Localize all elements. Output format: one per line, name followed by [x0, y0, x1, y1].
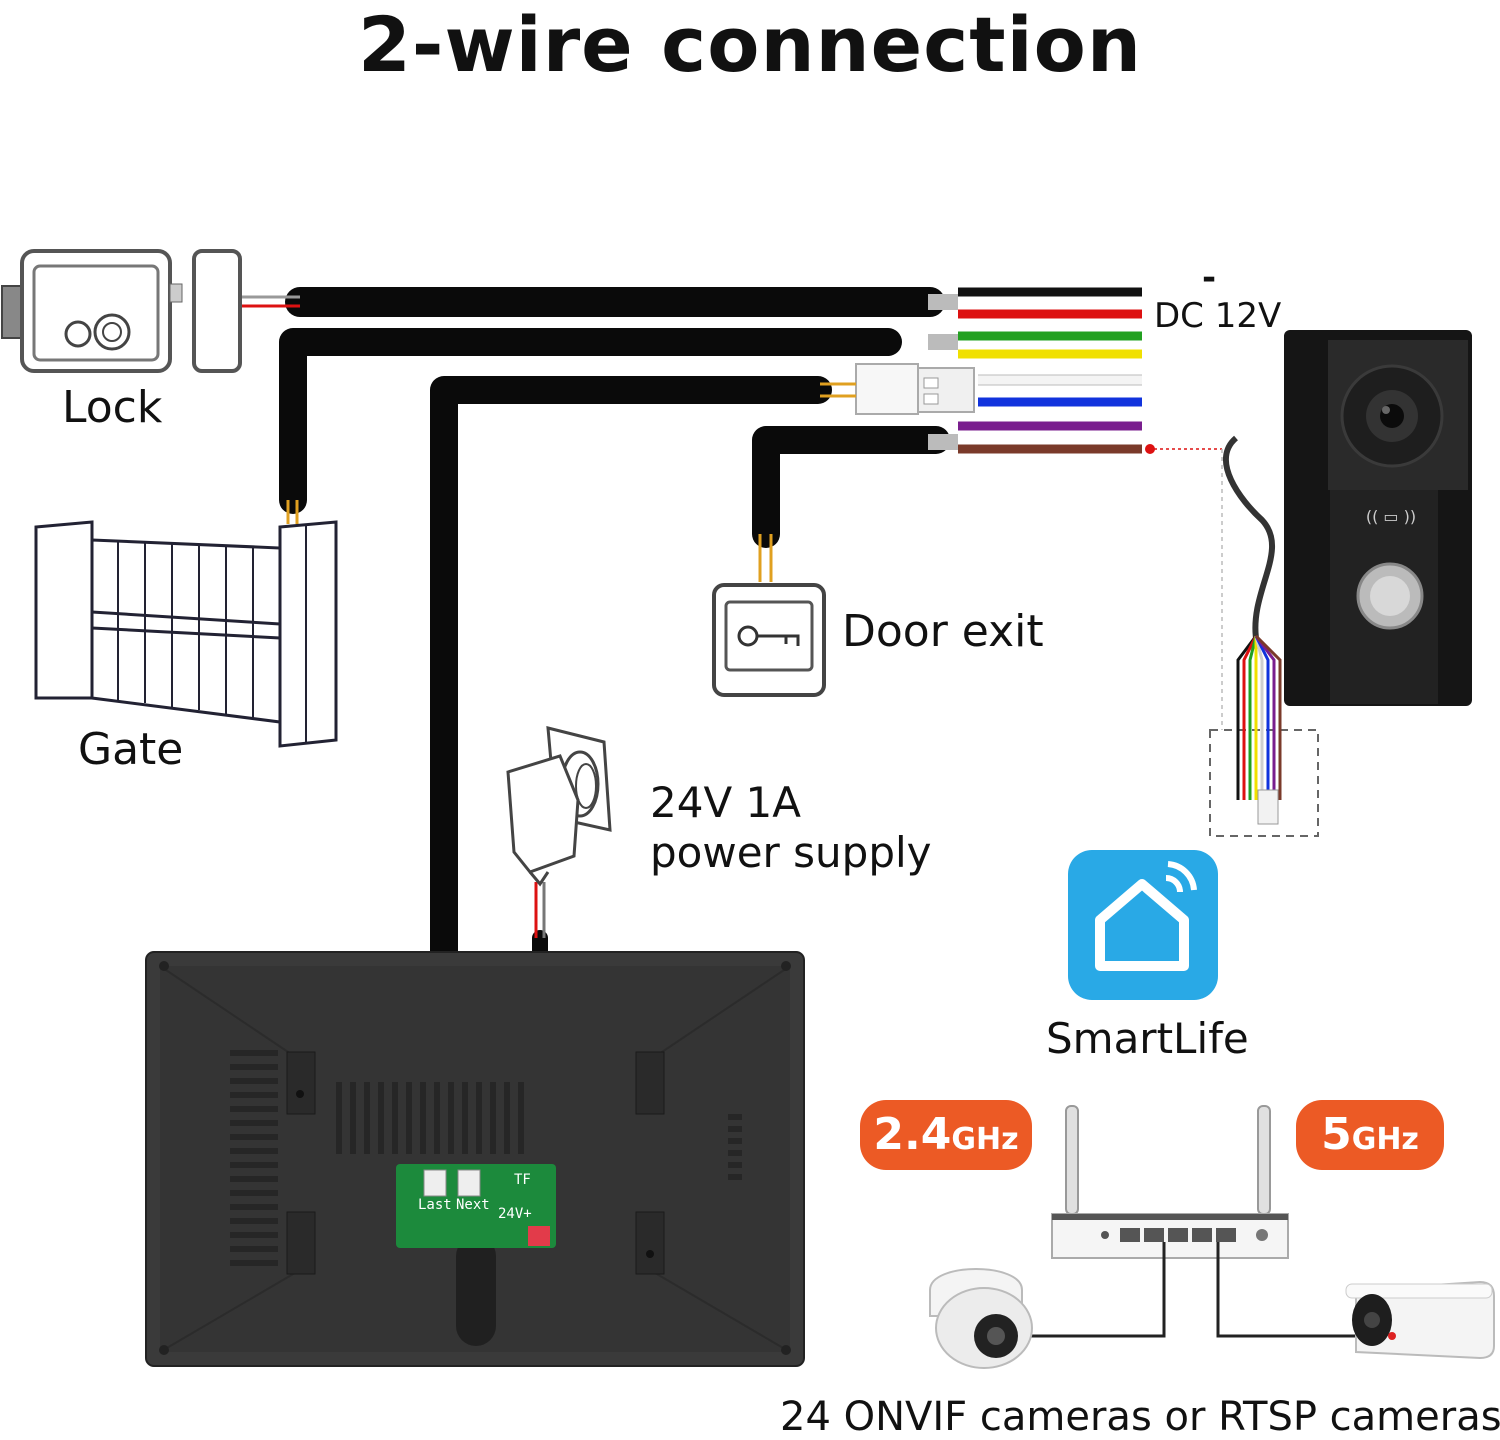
lock-label: Lock — [62, 382, 163, 433]
vent-slot — [364, 1082, 370, 1154]
wire-stubs — [928, 294, 958, 450]
svg-text:(( ▭ )): (( ▭ )) — [1366, 507, 1416, 526]
vent-slot — [462, 1082, 468, 1154]
lock-icon — [1, 249, 242, 373]
vent-slot — [336, 1082, 342, 1154]
dc-voltage-label: DC 12V — [1154, 296, 1282, 336]
power-supply-label-line1: 24V 1A — [650, 778, 801, 827]
gate-label: Gate — [78, 724, 184, 775]
vent-slot — [406, 1082, 412, 1154]
vent-slot — [230, 1050, 278, 1056]
cable-door-exit — [752, 426, 950, 582]
vent-slot — [378, 1082, 384, 1154]
power-supply-label-line2: power supply — [650, 828, 932, 877]
cable-lock — [240, 287, 945, 317]
doorbell-wire-4 — [1254, 635, 1264, 800]
vent-slot — [392, 1082, 398, 1154]
pcb-last-label: Last — [418, 1197, 452, 1213]
vent-slot — [230, 1120, 278, 1126]
vent-slot — [230, 1092, 278, 1098]
smartlife-label: SmartLife — [1046, 1014, 1249, 1063]
doorbell-wire-7 — [1254, 634, 1282, 800]
cable-gate — [279, 328, 902, 524]
vent-slot — [728, 1162, 742, 1168]
doorbell-wire-2 — [1248, 635, 1258, 800]
monitor-icon — [145, 951, 805, 1367]
doorbell-wire-0 — [1236, 635, 1258, 800]
page-title: 2-wire connection — [358, 0, 1142, 89]
vent-slot — [350, 1082, 356, 1154]
vent-slot — [728, 1150, 742, 1156]
smartlife-icon — [1068, 850, 1218, 1000]
vent-slot — [434, 1082, 440, 1154]
pcb-next-label: Next — [456, 1197, 490, 1213]
door-exit-label: Door exit — [842, 606, 1044, 657]
vent-slot — [728, 1138, 742, 1144]
vent-slot — [230, 1204, 278, 1210]
vent-slot — [420, 1082, 426, 1154]
cameras-label: 24 ONVIF cameras or RTSP cameras — [780, 1394, 1500, 1440]
doorbell-wire-5 — [1254, 635, 1270, 800]
doorbell-wire-1 — [1242, 635, 1258, 800]
vent-slot — [230, 1078, 278, 1084]
band-number: 5 — [1321, 1109, 1352, 1160]
vent-slot — [728, 1126, 742, 1132]
vent-slot — [230, 1232, 278, 1238]
vent-slot — [476, 1082, 482, 1154]
vent-slot — [230, 1134, 278, 1140]
power-adapter-icon — [506, 726, 612, 887]
bullet-camera-icon — [1345, 1280, 1495, 1360]
vent-slot — [728, 1174, 742, 1180]
band-number: 2.4 — [873, 1109, 952, 1160]
band-unit: GHz — [1351, 1122, 1419, 1157]
vent-slot — [448, 1082, 454, 1154]
vent-slot — [504, 1082, 510, 1154]
vent-slot — [230, 1162, 278, 1168]
pcb-24v-label: 24V+ — [498, 1206, 532, 1222]
vent-slot — [230, 1106, 278, 1112]
vent-slot — [230, 1190, 278, 1196]
vent-slot — [728, 1114, 742, 1120]
pcb-tf-label: TF — [514, 1172, 531, 1188]
vent-slot — [230, 1148, 278, 1154]
vent-slot — [230, 1064, 278, 1070]
wire-connector — [820, 363, 975, 415]
vent-slot — [490, 1082, 496, 1154]
wire-guide — [1145, 444, 1223, 730]
doorbell-icon: (( ▭ )) — [1209, 330, 1472, 837]
router-icon — [1010, 1105, 1360, 1338]
gate-icon — [34, 520, 338, 748]
colour-wires — [958, 287, 1142, 454]
dome-camera-icon — [929, 1268, 1033, 1369]
vent-slot — [230, 1218, 278, 1224]
vent-slot — [518, 1082, 524, 1154]
vent-slot — [230, 1260, 278, 1266]
band-unit: GHz — [951, 1122, 1019, 1157]
vent-slot — [230, 1176, 278, 1182]
vent-slot — [230, 1246, 278, 1252]
key-icon — [712, 583, 826, 697]
dc-minus-label: - — [1202, 258, 1217, 298]
doorbell-wire-6 — [1254, 635, 1276, 800]
